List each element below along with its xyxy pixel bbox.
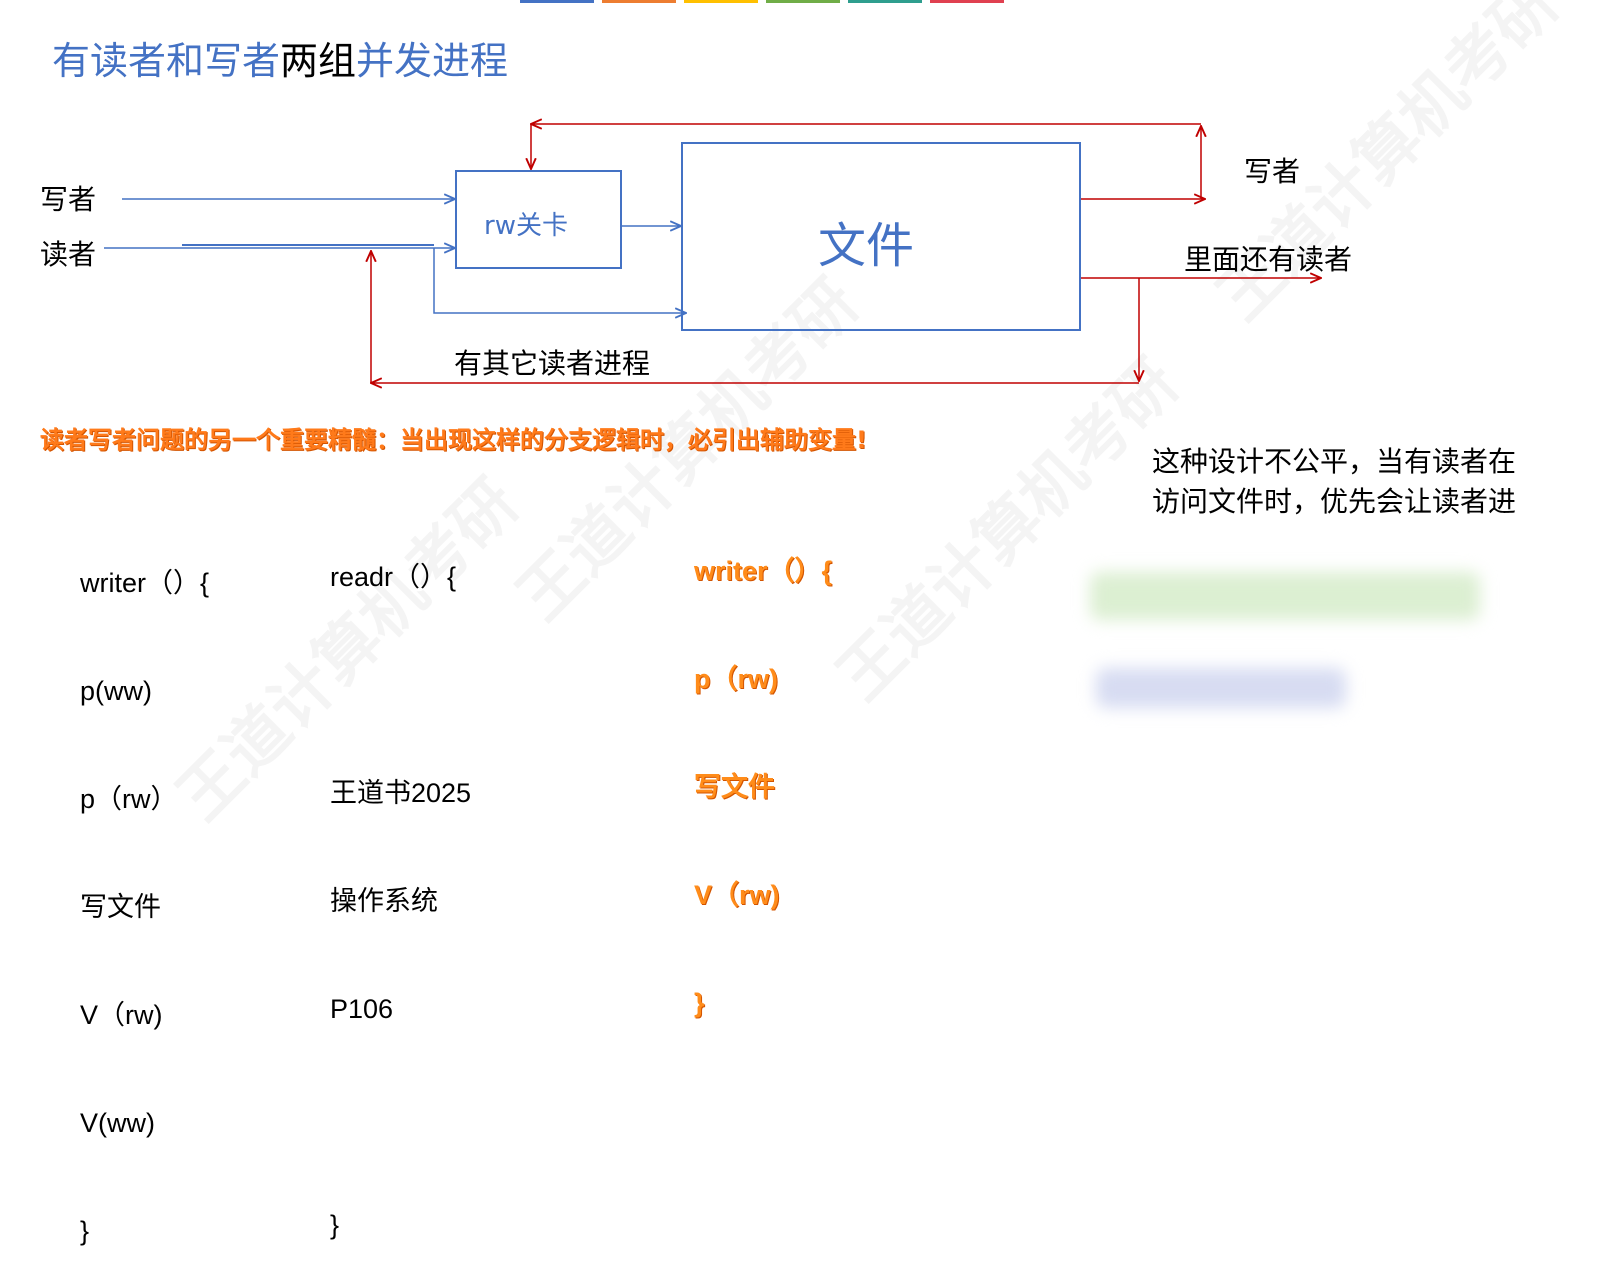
code-line: p(ww) — [80, 676, 152, 706]
code-line: V(ww) — [80, 1108, 155, 1138]
page-title: 有读者和写者两组并发进程 — [52, 38, 508, 84]
out-writer-label: 写者 — [1244, 157, 1301, 188]
title-part-1: 有读者和写者 — [52, 39, 281, 83]
code-line: writer（）{ — [694, 556, 833, 586]
blurred-blue-bar — [1096, 668, 1346, 708]
highlight-statement: 读者写者问题的另一个重要精髓：当出现这样的分支逻辑时，必引出辅助变量! — [40, 426, 867, 454]
code-line: V（rw) — [80, 1000, 163, 1030]
title-part-2: 两组 — [280, 39, 357, 83]
reader-label: 读者 — [40, 238, 97, 271]
code-line: } — [330, 1210, 340, 1240]
code-line: } — [694, 988, 705, 1018]
rw-gate-label: rw关卡 — [484, 211, 568, 241]
rw-gate-box — [455, 170, 622, 269]
writer-label: 写者 — [40, 183, 97, 216]
strip-yellow — [684, 0, 758, 3]
title-part-3: 并发进程 — [356, 39, 509, 83]
note-line-2: 访问文件时，优先会让读者进 — [1152, 487, 1517, 518]
fairness-note: 这种设计不公平，当有读者在 访问文件时，优先会让读者进 — [1152, 443, 1516, 523]
code-line: P106 — [330, 994, 394, 1024]
code-reader: readr（）{ 王道书2025 操作系统 P106 } — [330, 487, 471, 1279]
strip-red — [930, 0, 1004, 3]
code-line: 王道书2025 — [330, 778, 472, 808]
strip-teal — [848, 0, 922, 3]
strip-green — [766, 0, 840, 3]
code-writer: writer（）{ p(ww) p（rw） 写文件 V（rw) V(ww) } — [80, 493, 209, 1285]
code-line: p（rw) — [694, 664, 778, 694]
loop-label: 有其它读者进程 — [454, 349, 651, 380]
strip-blue — [520, 0, 594, 3]
code-line: p（rw） — [80, 784, 178, 814]
reader-bypass-arrow — [433, 248, 686, 313]
code-writer-highlighted: writer（）{ p（rw) 写文件 V（rw) } — [694, 481, 832, 1057]
blurred-green-bar — [1090, 572, 1480, 620]
code-line: 操作系统 — [330, 886, 438, 916]
code-line: 写文件 — [80, 892, 161, 922]
code-line — [330, 667, 471, 703]
file-box — [681, 142, 1081, 331]
file-label: 文件 — [818, 218, 915, 274]
code-line: V（rw) — [694, 880, 780, 910]
code-line — [330, 1099, 471, 1135]
code-line: readr（）{ — [330, 562, 457, 592]
out-reader-label: 里面还有读者 — [1184, 245, 1353, 276]
code-line: } — [80, 1216, 90, 1246]
code-line: 写文件 — [694, 772, 775, 802]
reader-writer-diagram — [104, 0, 1608, 766]
note-line-1: 这种设计不公平，当有读者在 — [1152, 447, 1517, 478]
strip-orange — [602, 0, 676, 3]
code-line: writer（）{ — [80, 568, 210, 598]
